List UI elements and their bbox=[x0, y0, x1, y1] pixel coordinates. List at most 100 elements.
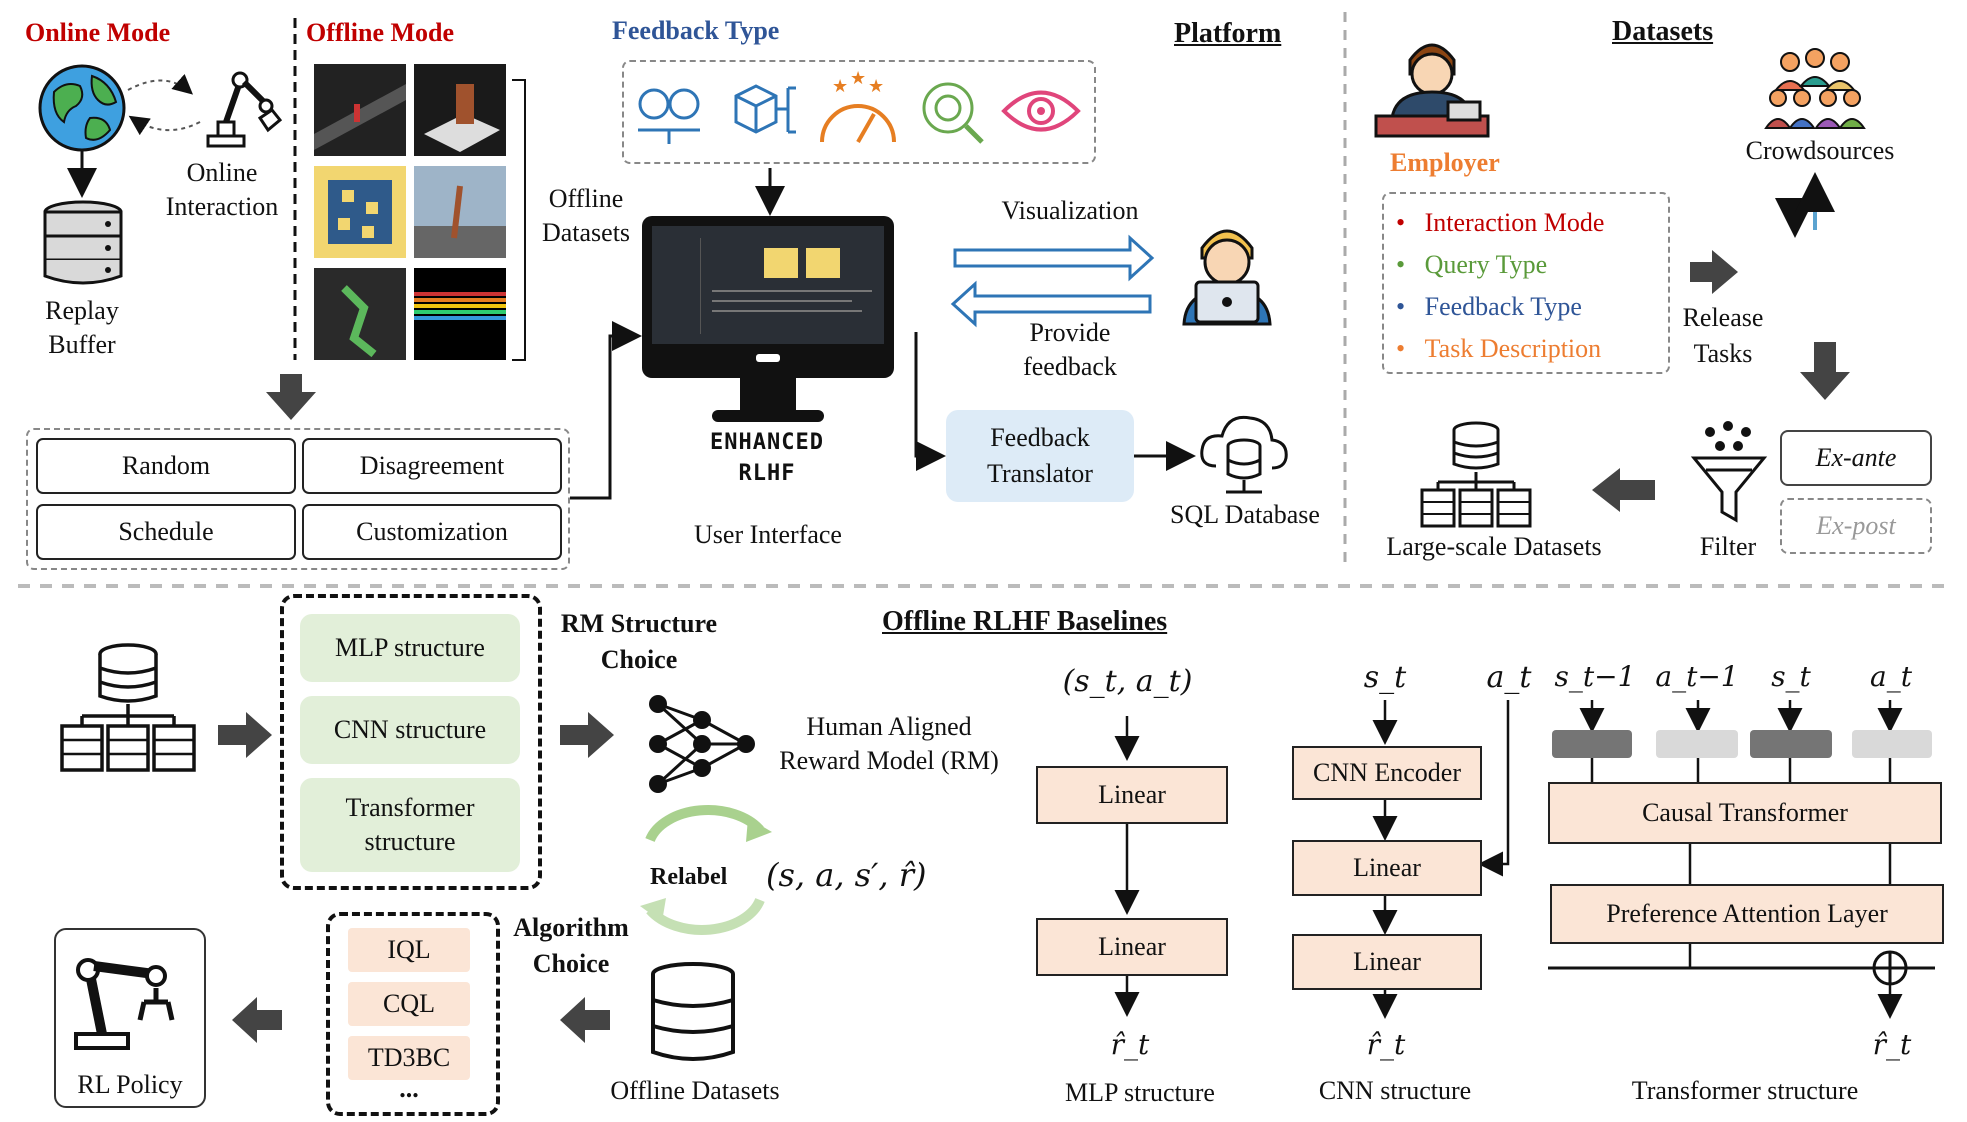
network-database-icon bbox=[1420, 420, 1532, 530]
transformer-output-label: r̂_t bbox=[1872, 1028, 1912, 1061]
query-disagreement-button[interactable]: Disagreement bbox=[302, 438, 562, 494]
query-schedule-button[interactable]: Schedule bbox=[36, 504, 296, 560]
svg-text:★: ★ bbox=[832, 76, 848, 96]
cnn-linear-layer-1: Linear bbox=[1292, 840, 1482, 896]
causal-transformer-layer: Causal Transformer bbox=[1548, 782, 1942, 844]
token-embedding-state bbox=[1552, 730, 1632, 758]
cloud-database-icon bbox=[1196, 408, 1292, 498]
employer-label: Employer bbox=[1390, 148, 1500, 177]
feedback-type-title: Feedback Type bbox=[612, 16, 780, 45]
platform-title: Platform bbox=[1174, 18, 1282, 49]
dataset-thumb-locomotion bbox=[414, 166, 506, 258]
algorithm-choice-panel bbox=[326, 912, 500, 1116]
token-embedding-action bbox=[1852, 730, 1932, 758]
algorithm-cql-option[interactable]: CQL bbox=[348, 982, 470, 1026]
rm-structure-panel bbox=[280, 594, 542, 890]
token-embedding-state bbox=[1750, 730, 1832, 758]
svg-text:★: ★ bbox=[850, 70, 866, 88]
dataset-thumb-atari bbox=[414, 268, 506, 360]
rl-policy-box: RL Policy bbox=[54, 928, 206, 1108]
algorithm-td3bc-option[interactable]: TD3BC bbox=[348, 1036, 470, 1080]
rating-gauge-icon: ★★★ bbox=[816, 70, 900, 150]
algorithm-more-indicator: ... bbox=[399, 1074, 419, 1103]
sql-database-label: SQL Database bbox=[1170, 500, 1320, 529]
mlp-structure-caption: MLP structure bbox=[1065, 1078, 1215, 1107]
user-laptop-icon bbox=[1172, 218, 1282, 328]
algorithm-iql-option[interactable]: IQL bbox=[348, 928, 470, 972]
offline-mode-title: Offline Mode bbox=[306, 18, 455, 47]
online-mode-title: Online Mode bbox=[25, 18, 171, 47]
transformer-input-a: a_t bbox=[1870, 660, 1912, 693]
rl-policy-label: RL Policy bbox=[77, 1070, 183, 1099]
mlp-input-label: (s_t, a_t) bbox=[1062, 664, 1193, 699]
baselines-title: Offline RLHF Baselines bbox=[882, 606, 1168, 637]
transformer-input-s: s_t bbox=[1771, 660, 1811, 693]
mlp-linear-layer-1: Linear bbox=[1036, 766, 1228, 824]
cnn-output-label: r̂_t bbox=[1366, 1028, 1406, 1061]
offline-datasets-bottom-label: Offline Datasets bbox=[610, 1076, 780, 1105]
database-icon bbox=[648, 962, 738, 1066]
transformer-input-a-prev: a_t−1 bbox=[1655, 660, 1739, 693]
monitor-stand bbox=[740, 378, 796, 414]
eye-icon bbox=[1000, 74, 1082, 148]
task-config-panel bbox=[1382, 192, 1670, 374]
database-icon bbox=[40, 198, 126, 290]
transformer-input-s-prev: s_t−1 bbox=[1554, 660, 1636, 693]
cube-tree-icon bbox=[726, 74, 800, 148]
mlp-linear-layer-2: Linear bbox=[1036, 918, 1228, 976]
cnn-structure-option[interactable]: CNN structure bbox=[300, 696, 520, 764]
preference-attention-layer: Preference Attention Layer bbox=[1550, 884, 1944, 944]
dataset-thumb-manipulation bbox=[414, 64, 506, 156]
token-embedding-action bbox=[1656, 730, 1738, 758]
user-interface-monitor[interactable] bbox=[642, 216, 894, 378]
neural-network-icon bbox=[646, 690, 760, 798]
transformer-structure-caption: Transformer structure bbox=[1631, 1076, 1859, 1105]
crowdsources-label: Crowdsources bbox=[1745, 136, 1895, 165]
filter-funnel-icon bbox=[1690, 420, 1768, 524]
mlp-output-label: r̂_t bbox=[1110, 1028, 1150, 1061]
cnn-state-input-label: s_t bbox=[1363, 660, 1407, 695]
visualization-label: Visualization bbox=[1001, 196, 1139, 225]
dataset-thumb-driving bbox=[314, 64, 406, 156]
mlp-structure-option[interactable]: MLP structure bbox=[300, 614, 520, 682]
monitor-screen bbox=[652, 226, 884, 344]
cnn-linear-layer-2: Linear bbox=[1292, 934, 1482, 990]
task-item-query-type: • Query Type bbox=[1396, 250, 1548, 279]
robot-arm-icon bbox=[200, 62, 285, 150]
cnn-structure-caption: CNN structure bbox=[1318, 1076, 1472, 1105]
cnn-encoder-layer: CNN Encoder bbox=[1292, 746, 1482, 800]
comparison-icon bbox=[632, 74, 706, 148]
crowd-icon bbox=[1760, 42, 1870, 130]
ex-post-option[interactable]: Ex-post bbox=[1780, 498, 1932, 554]
dataset-thumb-humanoid bbox=[314, 268, 406, 360]
globe-icon bbox=[36, 62, 128, 154]
employer-icon bbox=[1370, 30, 1494, 140]
robot-arm-icon bbox=[74, 958, 175, 1050]
cnn-action-input-label: a_t bbox=[1486, 660, 1532, 695]
monitor-base bbox=[712, 410, 824, 422]
task-item-feedback-type: • Feedback Type bbox=[1396, 292, 1582, 321]
user-interface-label: User Interface bbox=[694, 520, 842, 549]
query-random-button[interactable]: Random bbox=[36, 438, 296, 494]
transformer-structure-option[interactable]: Transformer structure bbox=[300, 778, 520, 872]
svg-text:★: ★ bbox=[868, 76, 884, 96]
filter-label: Filter bbox=[1699, 532, 1757, 561]
task-item-interaction-mode: • Interaction Mode bbox=[1396, 208, 1605, 237]
task-config-list: • Interaction Mode • Query Type • Feedba… bbox=[1396, 202, 1666, 370]
ex-ante-option[interactable]: Ex-ante bbox=[1780, 430, 1932, 486]
dataset-thumb-maze bbox=[314, 166, 406, 258]
relabel-label: Relabel bbox=[650, 864, 728, 890]
query-customization-button[interactable]: Customization bbox=[302, 504, 562, 560]
datasets-title: Datasets bbox=[1612, 16, 1714, 47]
